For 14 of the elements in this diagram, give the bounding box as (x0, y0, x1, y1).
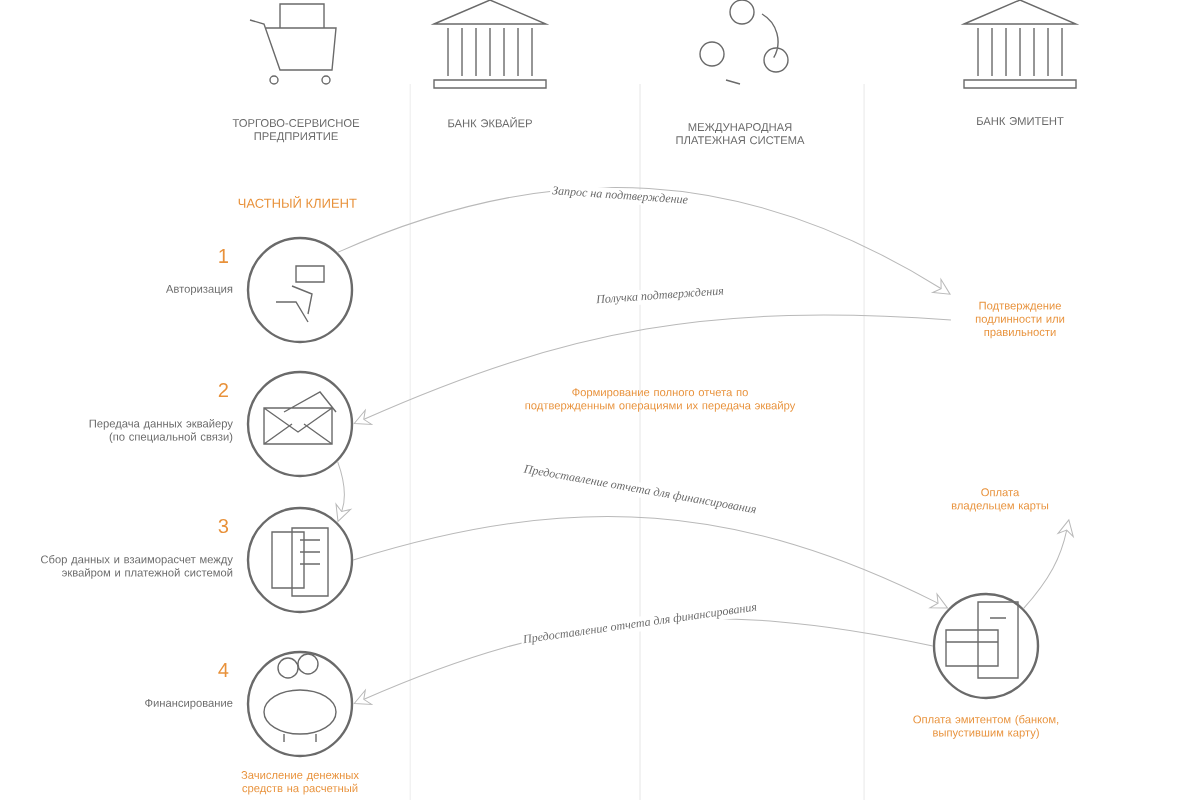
arrow (335, 461, 352, 522)
step-circle (246, 236, 354, 344)
step-circle (246, 506, 354, 614)
step-circle (932, 592, 1040, 700)
step-number: 1 (219, 249, 228, 263)
step-circle (246, 370, 354, 478)
step-number: 2 (218, 383, 228, 397)
arrow (353, 314, 952, 425)
arrow (352, 516, 948, 609)
arrow (1023, 519, 1074, 609)
step-number: 4 (218, 663, 229, 677)
step-number: 3 (218, 518, 229, 534)
step-circle (246, 650, 354, 758)
arrow (337, 187, 951, 295)
